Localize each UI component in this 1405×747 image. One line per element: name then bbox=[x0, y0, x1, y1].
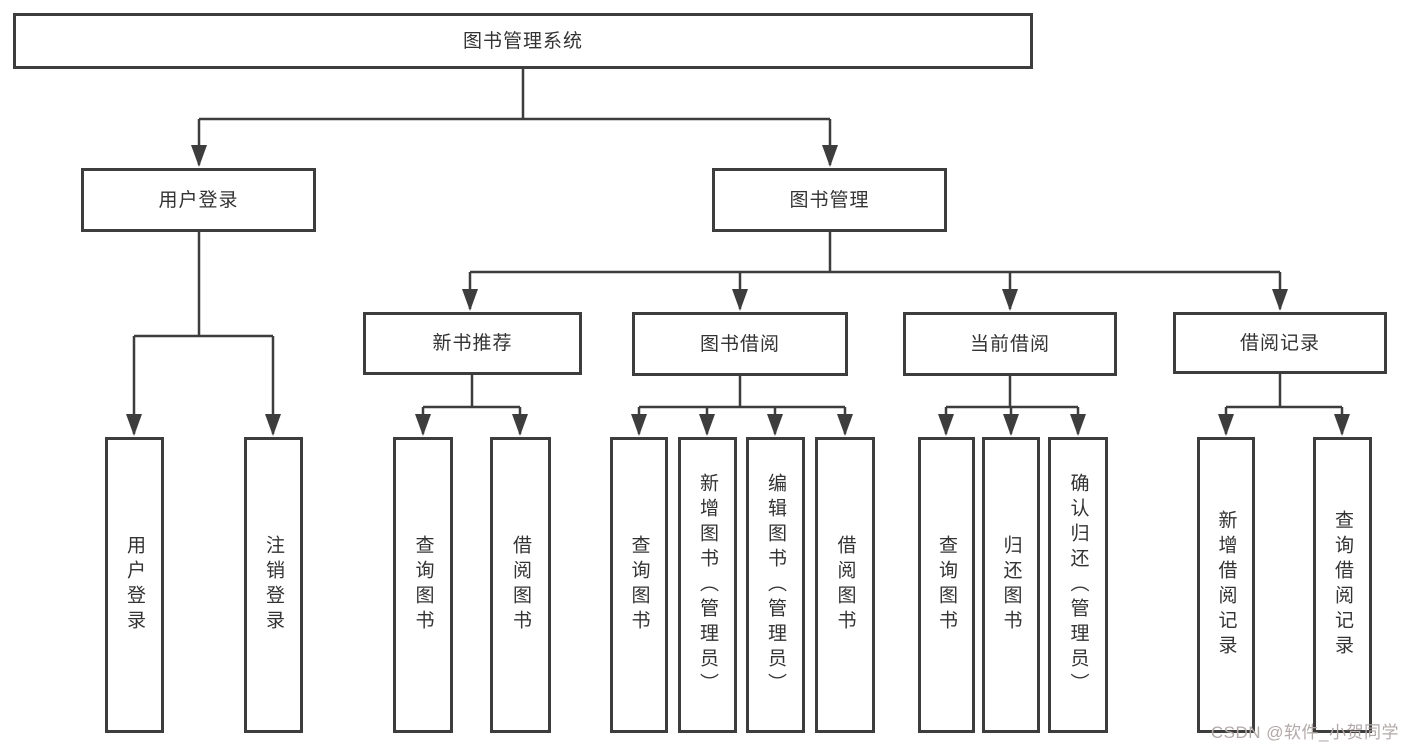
leaf-bb-add-book-admin: 新增图书（管理员） bbox=[678, 437, 737, 733]
leaf-cb-confirm-return-admin: 确认归还（管理员） bbox=[1048, 437, 1108, 733]
leaf-br-add-record-label: 新增借阅记录 bbox=[1215, 510, 1237, 660]
node-book-borrow-label: 图书借阅 bbox=[699, 333, 780, 355]
leaf-logout-label: 注销登录 bbox=[263, 535, 284, 635]
leaf-cb-query-book-label: 查询图书 bbox=[936, 535, 957, 635]
leaf-user-login: 用户登录 bbox=[105, 437, 164, 733]
leaf-br-query-record: 查询借阅记录 bbox=[1313, 437, 1372, 733]
leaf-cb-return-book: 归还图书 bbox=[982, 437, 1040, 733]
leaf-user-login-label: 用户登录 bbox=[124, 535, 145, 635]
leaf-bb-add-book-admin-label: 新增图书（管理员） bbox=[697, 472, 718, 698]
leaf-br-query-record-label: 查询借阅记录 bbox=[1332, 510, 1353, 660]
node-book-borrow: 图书借阅 bbox=[632, 312, 848, 376]
node-current-borrow: 当前借阅 bbox=[903, 312, 1117, 376]
leaf-bb-borrow-book-label: 借阅图书 bbox=[834, 535, 856, 635]
node-book-management-label: 图书管理 bbox=[789, 189, 870, 211]
node-user-login-label: 用户登录 bbox=[158, 189, 239, 211]
leaf-nbr-query-book-label: 查询图书 bbox=[412, 535, 434, 635]
leaf-bb-borrow-book: 借阅图书 bbox=[815, 437, 875, 733]
leaf-nbr-borrow-book: 借阅图书 bbox=[490, 437, 551, 733]
leaf-nbr-query-book: 查询图书 bbox=[393, 437, 453, 733]
leaf-cb-query-book: 查询图书 bbox=[918, 437, 975, 733]
leaf-cb-confirm-return-admin-label: 确认归还（管理员） bbox=[1067, 472, 1089, 698]
node-book-management: 图书管理 bbox=[712, 168, 947, 232]
leaf-br-add-record: 新增借阅记录 bbox=[1197, 437, 1255, 733]
node-root: 图书管理系统 bbox=[13, 13, 1033, 69]
leaf-logout: 注销登录 bbox=[244, 437, 303, 733]
node-new-book-recommendation-label: 新书推荐 bbox=[432, 333, 513, 354]
leaf-bb-query-book: 查询图书 bbox=[610, 437, 668, 733]
node-borrow-record: 借阅记录 bbox=[1173, 312, 1387, 374]
node-borrow-record-label: 借阅记录 bbox=[1239, 332, 1320, 354]
leaf-bb-edit-book-admin-label: 编辑图书（管理员） bbox=[765, 472, 786, 698]
leaf-nbr-borrow-book-label: 借阅图书 bbox=[510, 535, 531, 635]
leaf-bb-query-book-label: 查询图书 bbox=[628, 535, 650, 635]
leaf-cb-return-book-label: 归还图书 bbox=[1000, 535, 1022, 635]
node-user-login: 用户登录 bbox=[81, 168, 316, 232]
csdn-watermark: CSDN @软件_小贺同学 bbox=[1210, 723, 1399, 742]
node-new-book-recommendation: 新书推荐 bbox=[363, 312, 582, 375]
node-root-label: 图书管理系统 bbox=[462, 30, 583, 52]
node-current-borrow-label: 当前借阅 bbox=[969, 333, 1050, 355]
leaf-bb-edit-book-admin: 编辑图书（管理员） bbox=[746, 437, 805, 733]
